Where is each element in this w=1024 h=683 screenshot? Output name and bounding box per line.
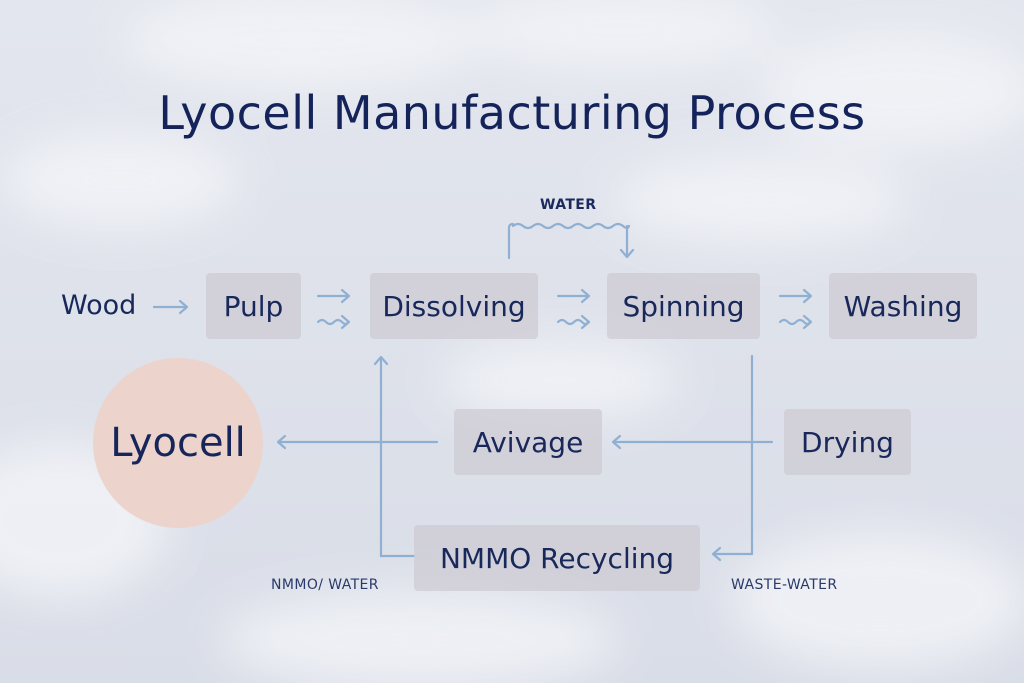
nmmo-water-label: NMMO/ WATER xyxy=(271,577,379,593)
arrow-nmmo-dissolving xyxy=(373,355,416,558)
lyocell-node: Lyocell xyxy=(93,358,263,528)
wood-label: Wood xyxy=(61,290,137,321)
page-title: Lyocell Manufacturing Process xyxy=(158,86,866,140)
arrow-water-loop xyxy=(507,222,635,260)
water-label: WATER xyxy=(540,197,597,213)
waste-water-label: WASTE-WATER xyxy=(731,577,838,593)
arrow-dissolving-spinning xyxy=(556,288,591,330)
arrow-pulp-dissolving xyxy=(316,288,351,330)
arrow-spinning-washing xyxy=(778,288,813,330)
pulp-node: Pulp xyxy=(206,273,301,339)
dissolving-node: Dissolving xyxy=(370,273,538,339)
washing-node: Washing xyxy=(829,273,977,339)
arrow-avivage-lyocell xyxy=(276,434,439,450)
nmmo-recycling-node: NMMO Recycling xyxy=(414,525,700,591)
avivage-node: Avivage xyxy=(454,409,602,475)
arrow-drying-avivage xyxy=(611,434,774,450)
drying-node: Drying xyxy=(784,409,911,475)
arrow-wood-pulp xyxy=(152,299,189,315)
spinning-node: Spinning xyxy=(607,273,760,339)
arrow-waste-water xyxy=(711,354,754,562)
